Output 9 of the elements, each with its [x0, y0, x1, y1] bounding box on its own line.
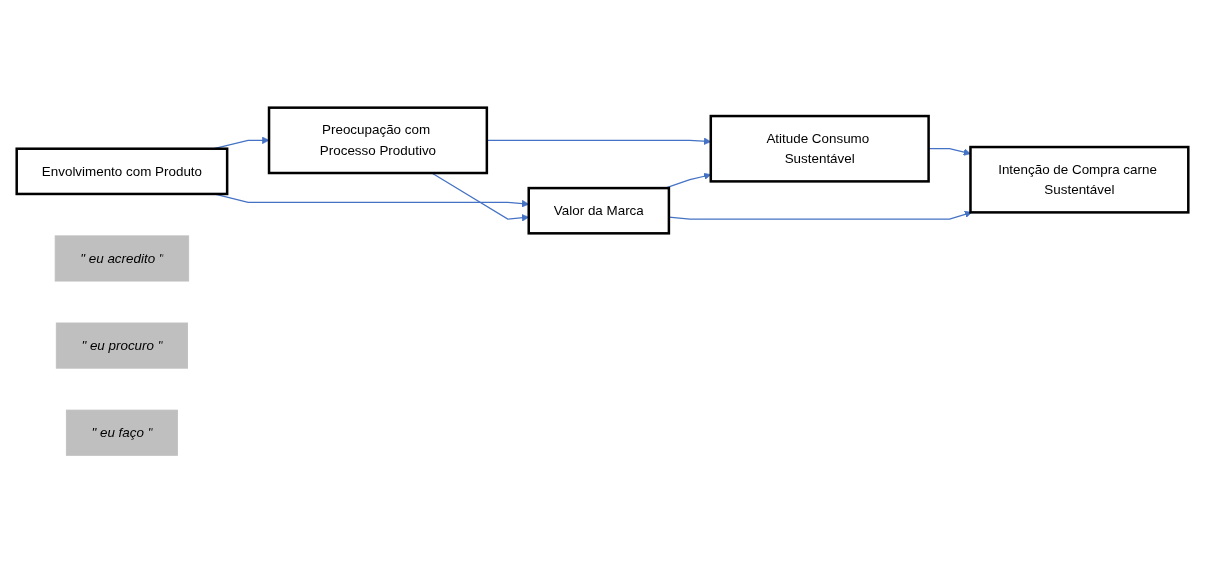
node-box: Atitude Consumo Sustentável	[709, 114, 930, 183]
node-box: Intenção de Compra carne Sustentável	[969, 145, 1190, 214]
node-box: Valor da Marca	[527, 186, 671, 235]
node-box: " eu procuro "	[55, 322, 188, 369]
node-box: Preocupação com Processo Produtivo	[267, 106, 489, 175]
arrow	[668, 210, 972, 220]
node-box: " eu faço "	[65, 409, 178, 456]
node-box: " eu acredito "	[54, 235, 190, 282]
node-box: Envolvimento com Produto	[15, 147, 229, 196]
